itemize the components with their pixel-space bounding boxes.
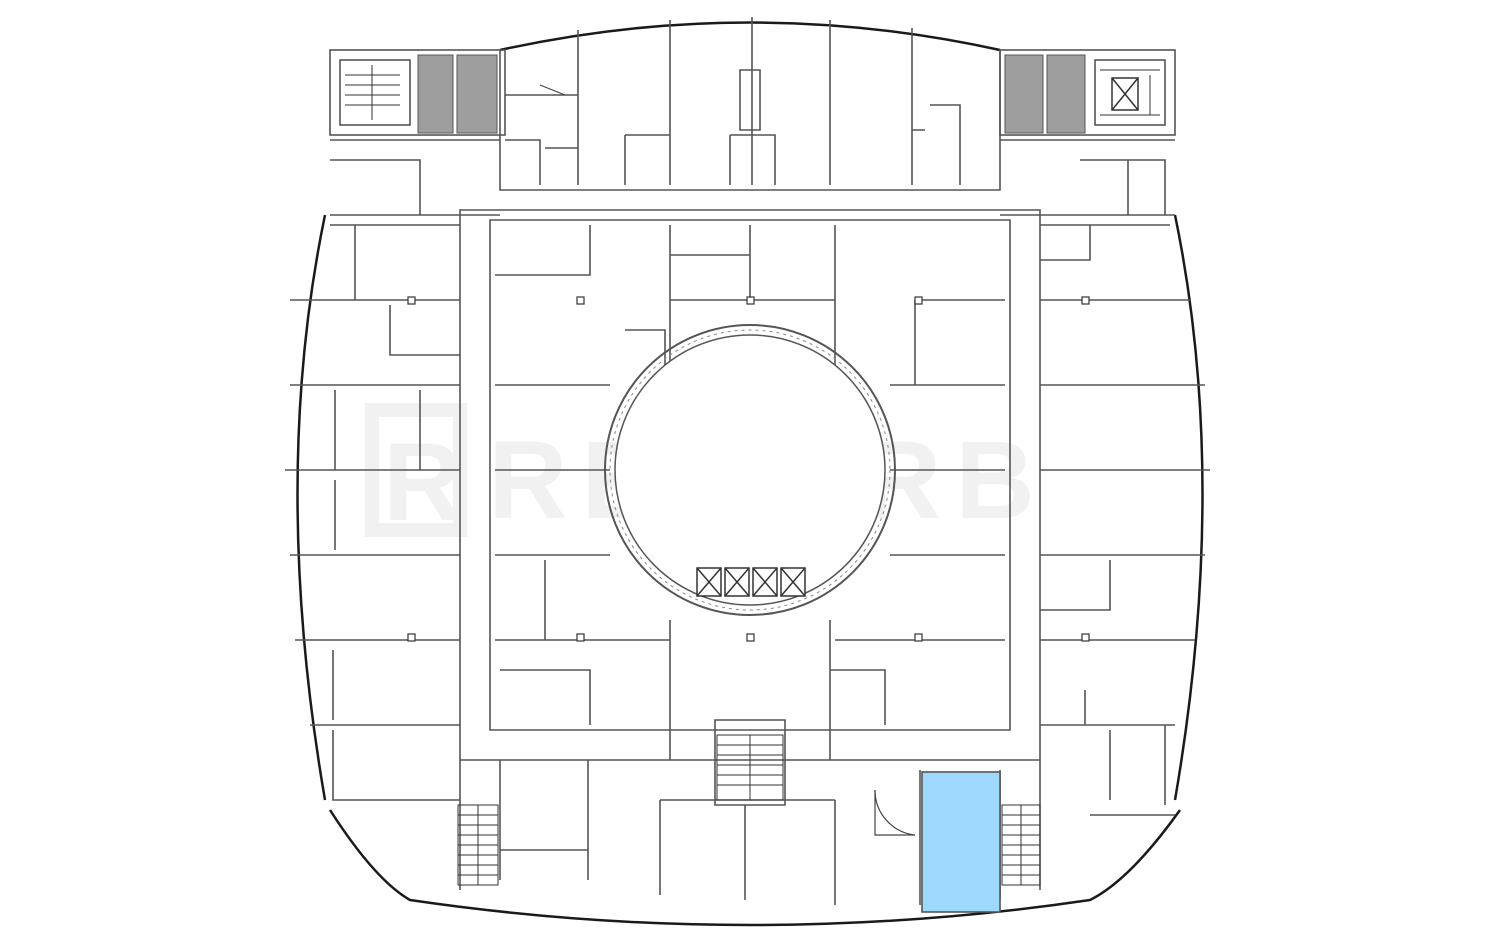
stair-top-left-frame bbox=[339, 59, 411, 126]
bottom-facade-curve bbox=[328, 809, 1182, 927]
column-icon bbox=[407, 633, 416, 642]
core-top-left bbox=[329, 49, 506, 136]
atrium-outer-ring bbox=[604, 324, 896, 616]
column-icon bbox=[746, 296, 755, 305]
wet-zones bbox=[417, 54, 1086, 134]
column-icon bbox=[576, 296, 585, 305]
column-icon bbox=[914, 633, 923, 642]
elevator-icon bbox=[696, 567, 722, 597]
outer-envelope bbox=[296, 21, 1204, 927]
column-icon bbox=[1081, 633, 1090, 642]
top-facade-curve bbox=[499, 21, 1001, 52]
stair-icon bbox=[457, 804, 499, 886]
stair-top-right-frame bbox=[1094, 59, 1166, 126]
stair-icon bbox=[1100, 69, 1160, 116]
door-swing-icon bbox=[874, 789, 916, 836]
elevator-icon bbox=[780, 567, 806, 597]
elevator-icon bbox=[1111, 77, 1139, 111]
watermark-logo-letter: R bbox=[383, 421, 476, 544]
column-icon bbox=[576, 633, 585, 642]
columns bbox=[407, 296, 1090, 642]
column-icon bbox=[746, 633, 755, 642]
elevator-icon bbox=[724, 567, 750, 597]
wc-top-right-1 bbox=[1004, 54, 1044, 134]
elevator-icon bbox=[752, 567, 778, 597]
stair-icon bbox=[345, 65, 400, 120]
atrium-inner-ring bbox=[614, 334, 886, 606]
wc-top-left-1 bbox=[417, 54, 454, 134]
central-atrium bbox=[604, 324, 896, 616]
highlighted-unit[interactable] bbox=[921, 771, 1001, 913]
stair-icon bbox=[1001, 804, 1041, 886]
door-swings bbox=[539, 84, 916, 836]
elevator-bank bbox=[696, 77, 1139, 597]
wc-top-left-2 bbox=[456, 54, 498, 134]
wc-top-right-2 bbox=[1046, 54, 1086, 134]
stair-icon bbox=[716, 734, 784, 801]
stairs bbox=[345, 65, 1160, 886]
left-facade-curve bbox=[296, 214, 327, 801]
door-swing-icon bbox=[874, 790, 915, 836]
door-swing-icon bbox=[539, 84, 566, 96]
right-facade-curve bbox=[1173, 214, 1204, 801]
column-icon bbox=[1081, 296, 1090, 305]
column-icon bbox=[407, 296, 416, 305]
column-icon bbox=[914, 296, 923, 305]
atrium-balustrade bbox=[609, 329, 891, 611]
